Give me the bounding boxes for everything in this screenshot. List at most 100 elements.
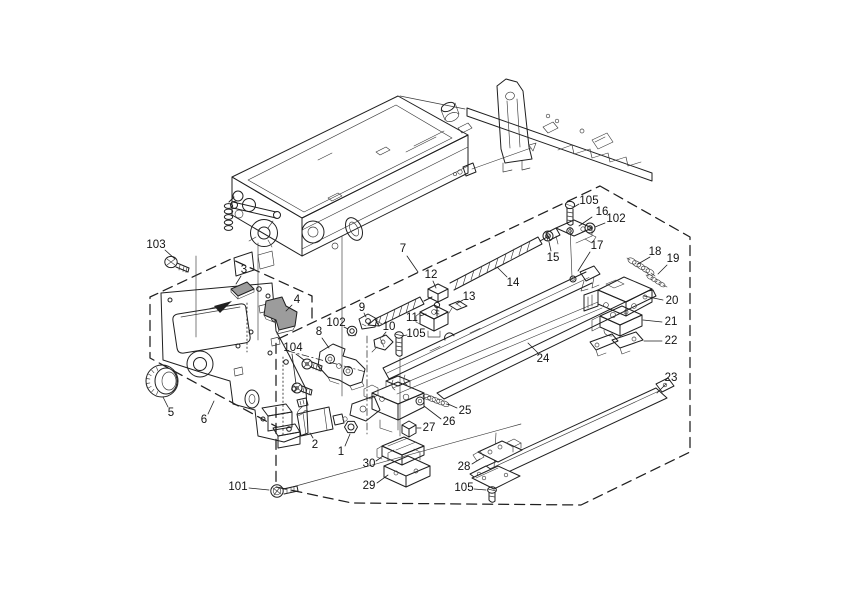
- spring-19: [645, 274, 668, 288]
- clip-22: [589, 331, 644, 357]
- part-label-p7: 7: [400, 243, 406, 255]
- part-label-p103: 103: [146, 239, 165, 251]
- leader-line-p105a: [573, 203, 580, 208]
- part-label-p12: 12: [425, 269, 438, 281]
- part-label-p20: 20: [666, 295, 679, 307]
- spring-25: [422, 393, 451, 408]
- screw-103: [164, 255, 190, 273]
- part-4-bracket: [263, 296, 298, 335]
- leader-line-p10: [381, 331, 387, 338]
- part-label-p9: 9: [359, 302, 365, 314]
- central-carriage-assembly: [296, 235, 451, 438]
- auger-rod-14: [449, 235, 550, 291]
- part-label-p2: 2: [312, 439, 318, 451]
- part-label-p16: 16: [596, 206, 609, 218]
- leader-line-p105b: [401, 334, 408, 337]
- rear-frame-illustration: [399, 78, 653, 182]
- part-label-p105b: 105: [406, 328, 425, 340]
- auger-rod-left: [367, 296, 433, 327]
- nut-1: [344, 420, 358, 434]
- leader-line-p103: [164, 249, 176, 260]
- cartridge-spring: [223, 196, 235, 231]
- part-label-p14: 14: [507, 277, 520, 289]
- part-label-p18: 18: [649, 246, 662, 258]
- cleaner-carriage-group: [583, 257, 668, 357]
- side-plate-assembly: [160, 242, 367, 449]
- part-label-p26: 26: [443, 416, 456, 428]
- leader-line-p20: [643, 295, 664, 301]
- part-label-p6: 6: [201, 414, 207, 426]
- screw-104-lower: [291, 382, 313, 396]
- part-label-p30: 30: [363, 458, 376, 470]
- leader-line-p6: [207, 400, 215, 415]
- main-rail-17: [382, 265, 603, 395]
- part-label-p19: 19: [667, 253, 680, 265]
- leader-line-p9: [363, 312, 367, 318]
- part-label-p21: 21: [665, 316, 678, 328]
- leader-line-p101: [248, 487, 270, 491]
- leader-line-p11: [419, 313, 427, 317]
- leader-line-p104: [291, 353, 297, 385]
- part-label-p101: 101: [228, 481, 247, 493]
- part-label-p28: 28: [458, 461, 471, 473]
- part-label-p8: 8: [316, 326, 322, 338]
- leader-line-p13: [455, 299, 464, 305]
- part-label-p22: 22: [665, 335, 678, 347]
- bracket-28-group: [471, 432, 523, 503]
- part-label-p105c: 105: [454, 482, 473, 494]
- spring-18: [626, 257, 656, 277]
- dashed-boundary-main: [275, 185, 691, 506]
- part-label-p24: 24: [537, 353, 550, 365]
- part-label-p105a: 105: [579, 195, 598, 207]
- leader-line-p104: [295, 353, 305, 361]
- screw-104-upper: [301, 358, 323, 372]
- leader-line-p2: [309, 432, 314, 439]
- bracket-21: [591, 305, 643, 337]
- part-label-p15: 15: [547, 252, 560, 264]
- leader-line-p1: [344, 433, 351, 447]
- leader-line-p102a: [594, 222, 606, 228]
- part-label-p17: 17: [591, 240, 604, 252]
- part-label-p3: 3: [241, 264, 247, 276]
- part-label-p4: 4: [294, 294, 301, 306]
- leader-line-p105c: [473, 488, 487, 491]
- leader-line-p8: [321, 337, 330, 349]
- block-27: [401, 420, 417, 438]
- leader-line-p4: [285, 304, 293, 312]
- part-label-p1: 1: [338, 446, 344, 458]
- toner-cartridge-illustration: [223, 95, 473, 277]
- leader-line-p102b: [343, 326, 349, 330]
- part-label-p23: 23: [665, 372, 678, 384]
- bracket-29: [383, 448, 431, 488]
- dashed-boundary-left: [149, 258, 313, 428]
- blade-24: [436, 289, 657, 400]
- leader-line-p12: [432, 280, 437, 289]
- leader-line-p25: [447, 403, 458, 409]
- leader-line-p29: [376, 474, 389, 484]
- leader-line-p21: [642, 319, 663, 323]
- part-label-p27: 27: [423, 422, 436, 434]
- part-label-p11: 11: [406, 312, 418, 324]
- part-label-p13: 13: [463, 291, 476, 303]
- leader-line-p3: [235, 275, 242, 285]
- leader-line-p26: [423, 405, 442, 420]
- terminal-bracket-16-group: [542, 200, 597, 278]
- sensor-bracket-8-group: [291, 343, 366, 396]
- leader-line-p5: [162, 396, 169, 408]
- leader-line-p30: [375, 455, 384, 462]
- part-label-p102a: 102: [606, 213, 625, 225]
- leader-line-p17: [577, 251, 591, 272]
- bottom-bracket-cluster: [270, 423, 523, 503]
- leader-line-p16: [578, 216, 593, 227]
- part-label-p102b: 102: [326, 317, 345, 329]
- solenoid-2: [296, 397, 348, 437]
- bracket-30: [376, 436, 425, 466]
- mid-hardware-cluster: [346, 283, 468, 357]
- orientation-arrow-icon: [204, 301, 232, 313]
- leader-line-p14: [496, 266, 508, 278]
- part-label-p29: 29: [363, 480, 376, 492]
- part-label-p25: 25: [459, 405, 472, 417]
